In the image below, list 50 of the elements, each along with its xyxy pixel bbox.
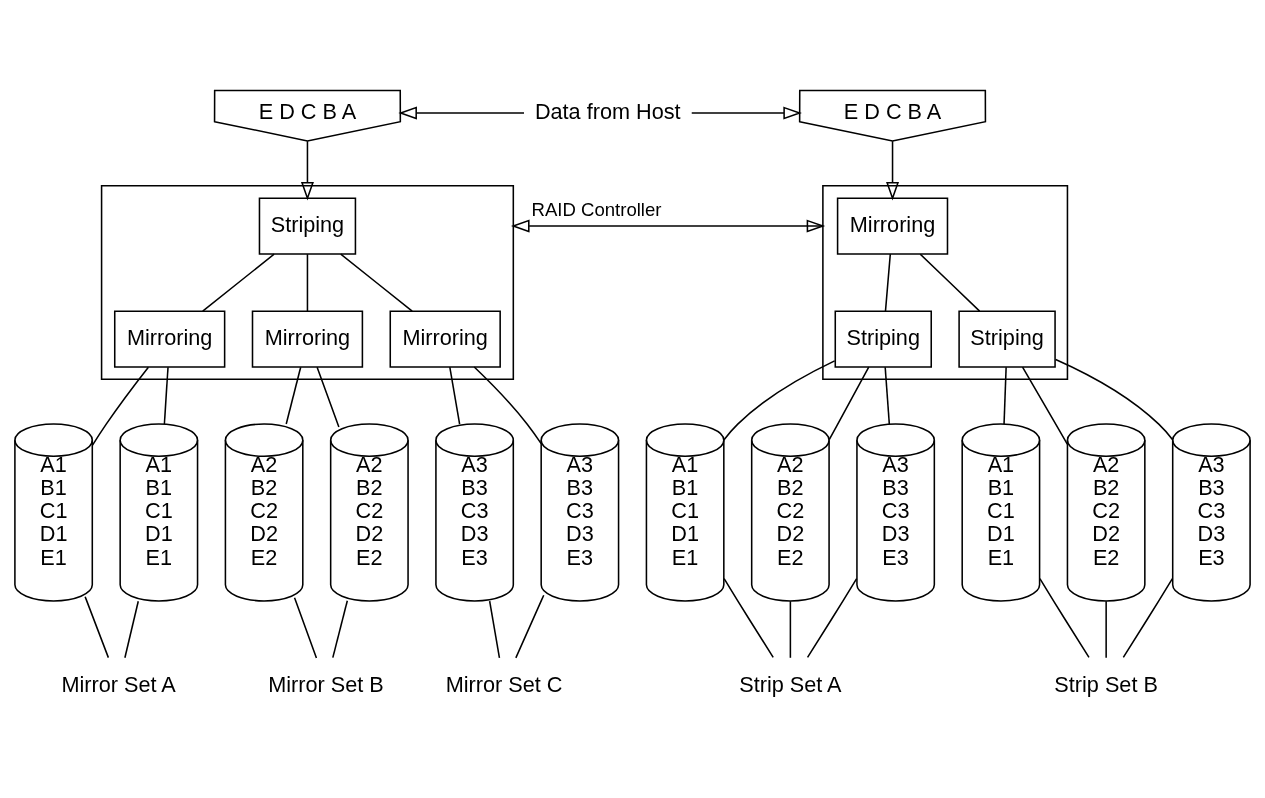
connector	[1122, 577, 1174, 658]
arrow	[690, 106, 802, 120]
connector	[1003, 365, 1007, 425]
node-text: Mirror Set C	[445, 671, 563, 697]
connector	[828, 365, 870, 440]
connector	[884, 252, 892, 312]
connector	[340, 252, 413, 312]
connector	[163, 365, 169, 425]
node-text: Data from Host	[534, 98, 681, 124]
connector	[806, 577, 858, 658]
connector	[1039, 577, 1090, 658]
node-text: Mirror Set A	[61, 671, 176, 697]
connector	[723, 577, 774, 658]
connector	[488, 599, 501, 659]
connector	[91, 365, 150, 446]
connector	[473, 365, 542, 444]
edge-label: RAID Controller	[531, 198, 662, 220]
connector	[285, 365, 302, 425]
connector	[316, 365, 340, 428]
arrow	[300, 139, 314, 200]
connector	[515, 593, 545, 659]
connector	[723, 359, 836, 441]
connector	[201, 252, 275, 312]
connector	[332, 599, 349, 658]
node-box: Striping	[834, 309, 932, 368]
cluster	[100, 184, 515, 380]
connector	[789, 599, 792, 659]
arrow	[398, 106, 525, 120]
connector	[919, 252, 981, 312]
connector	[884, 365, 891, 425]
cluster	[822, 184, 1069, 380]
node-box: Mirroring	[113, 309, 226, 368]
connector	[84, 595, 110, 658]
node-box: Striping	[258, 196, 357, 255]
node-text: Strip Set B	[1054, 671, 1158, 697]
connector	[1054, 358, 1174, 440]
connector	[293, 596, 318, 659]
node-box: Mirroring	[836, 196, 949, 255]
node-box: Mirroring	[251, 309, 364, 368]
connector	[1105, 599, 1107, 659]
node-box: Mirroring	[389, 309, 501, 368]
connector	[1021, 365, 1069, 445]
node-text: Mirror Set B	[268, 671, 384, 697]
connector	[124, 599, 140, 659]
node-text: Strip Set A	[739, 671, 842, 697]
arrow	[510, 219, 826, 233]
node-box: Striping	[958, 309, 1056, 368]
connector	[306, 252, 309, 312]
arrow	[886, 139, 900, 200]
connector	[449, 365, 461, 425]
